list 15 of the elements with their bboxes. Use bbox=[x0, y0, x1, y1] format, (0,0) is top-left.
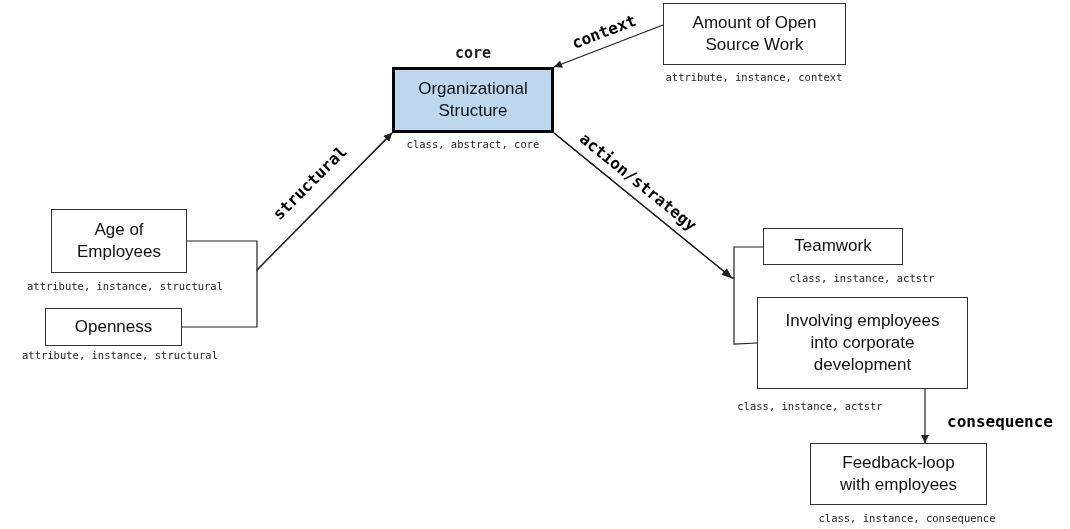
concept-box: Involving employees into corporate development bbox=[757, 297, 968, 389]
concept-box: Teamwork bbox=[763, 228, 903, 265]
concept-box: Openness bbox=[45, 308, 182, 346]
type-annotation: attribute, instance, context bbox=[665, 71, 843, 83]
concept-box: Amount of Open Source Work bbox=[663, 3, 846, 65]
type-annotation: attribute, instance, structural bbox=[22, 349, 218, 361]
concept-box: Feedback-loop with employees bbox=[810, 443, 987, 505]
concept-box: Age of Employees bbox=[51, 209, 187, 273]
type-annotation: class, instance, actstr bbox=[789, 272, 935, 284]
type-annotation: class, instance, consequence bbox=[818, 512, 996, 524]
type-annotation: class, abstract, core bbox=[406, 138, 540, 150]
concept-box: Organizational Structure bbox=[392, 67, 554, 133]
role-heading: core bbox=[454, 44, 492, 62]
type-annotation: attribute, instance, structural bbox=[27, 280, 223, 292]
type-annotation: class, instance, actstr bbox=[737, 400, 883, 412]
